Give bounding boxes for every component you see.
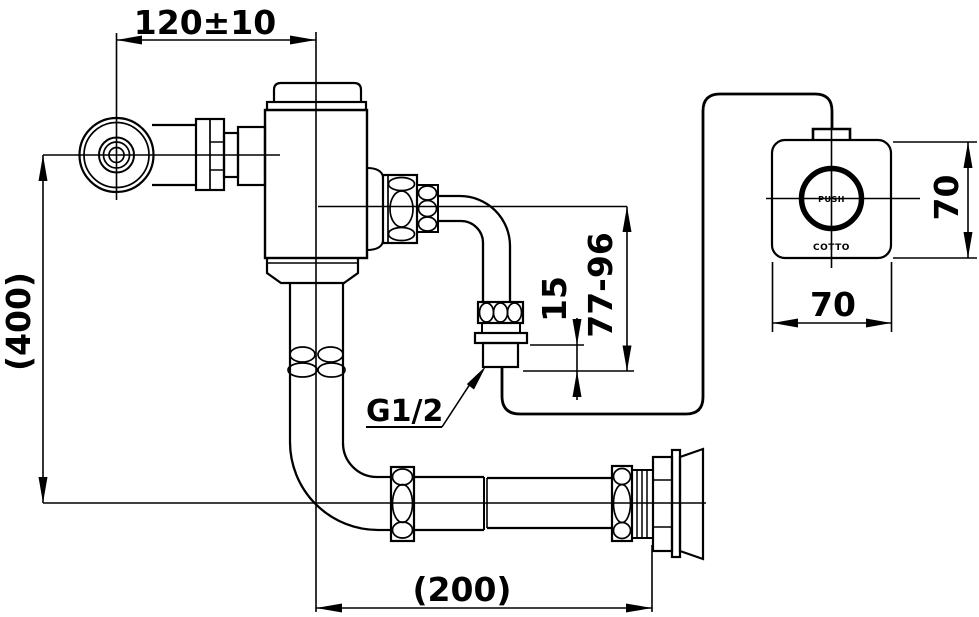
bottom-elbow-outer: [288, 441, 379, 532]
g12-nut-facet: [506, 302, 523, 323]
bottom-elbow-inner: [341, 442, 378, 479]
inlet-stop-assembly: [78, 116, 267, 194]
outlet-coupling-facet: [417, 185, 438, 201]
arrowhead: [116, 35, 142, 45]
downpipe-assembly: [287, 283, 391, 532]
valve-bottom-flange: [265, 258, 360, 285]
inlet-circle: [83, 121, 150, 189]
arrowhead: [38, 477, 48, 503]
inlet-outer-circle: [78, 116, 155, 194]
outlet-nut-facet: [387, 176, 416, 192]
outlet-assembly: [366, 167, 529, 369]
dim-top-width-label: 120±10: [134, 3, 276, 42]
arrowhead: [572, 319, 582, 345]
outlet-boss-bottom: [366, 239, 384, 251]
arrowhead: [316, 603, 342, 613]
thread-size-label: G1/2: [366, 394, 443, 429]
inlet-screw-circle: [108, 146, 125, 164]
slip-joint-facet: [287, 362, 318, 378]
arrowhead: [626, 603, 652, 613]
arrowhead: [622, 345, 632, 371]
dim-plate-height-label: 70: [927, 175, 966, 221]
control-tube: [500, 92, 834, 416]
dim-plate-width-label: 70: [810, 285, 856, 324]
dim-height-label: (400): [0, 272, 38, 371]
brand-label: COTTO: [813, 243, 850, 253]
arrowhead: [772, 318, 798, 328]
outlet-elbow-inner: [438, 219, 485, 302]
dim-bottom-length-label: (200): [412, 570, 511, 609]
spud-pipe-assembly: [389, 447, 705, 561]
inlet-circle: [102, 141, 131, 169]
spud-collar: [651, 455, 674, 553]
g12-fitting-flange: [473, 331, 529, 345]
push-plate: [770, 138, 893, 260]
g12-nut-facet: [478, 302, 495, 323]
push-button-label: PUSH: [818, 195, 845, 204]
nut-facet: [391, 468, 414, 486]
nut-facet: [391, 521, 414, 539]
g12-fitting-neck: [481, 322, 521, 334]
thread-leader-line: [441, 380, 473, 428]
arrowhead: [290, 35, 316, 45]
thread-leader-arrowhead: [466, 366, 486, 390]
arrowhead: [38, 155, 48, 181]
inlet-boss: [236, 125, 267, 187]
outlet-coupling: [416, 184, 439, 233]
centerlines-and-extension-lines: [43, 32, 977, 612]
g12-fitting-tail: [481, 341, 520, 369]
nut-facet: [612, 467, 632, 486]
dim-outlet-range-label: 77-96: [581, 232, 620, 338]
outlet-nut-facet: [387, 226, 416, 242]
dim-wall-offset-label: 15: [535, 276, 574, 322]
valve-body-assembly: [263, 81, 369, 285]
pipe-nut-left: [389, 465, 416, 543]
push-button-ring[interactable]: [798, 165, 865, 232]
g12-fitting-nut: [476, 300, 525, 325]
arrowhead: [572, 371, 582, 397]
outlet-nut-facet: [389, 190, 414, 228]
spud-flange-cone: [678, 447, 705, 561]
dimension-labels: 120±10 (400) 77-96 15 G1/2 (200) 70 70: [0, 3, 966, 609]
slip-joint-facet: [289, 346, 316, 363]
arrowhead: [622, 206, 632, 232]
outlet-boss-top: [366, 167, 384, 179]
push-plate-assembly: PUSH COTTO: [770, 127, 893, 260]
slip-joint-facet: [317, 346, 344, 363]
outlet-coupling-facet: [417, 199, 438, 218]
plate-top-tab: [811, 127, 852, 140]
outlet-coupling-facet: [417, 216, 438, 232]
arrowhead: [963, 232, 973, 258]
slip-joint-facet: [317, 362, 346, 378]
dimension-lines: [38, 35, 973, 613]
inlet-circle: [98, 136, 135, 174]
nut-facet: [612, 521, 632, 540]
arrowhead: [866, 318, 892, 328]
arrowhead: [963, 142, 973, 168]
g12-nut-facet: [492, 302, 509, 323]
outlet-elbow-outer: [438, 194, 512, 302]
valve-cap: [272, 81, 363, 102]
valve-body: [263, 108, 369, 260]
